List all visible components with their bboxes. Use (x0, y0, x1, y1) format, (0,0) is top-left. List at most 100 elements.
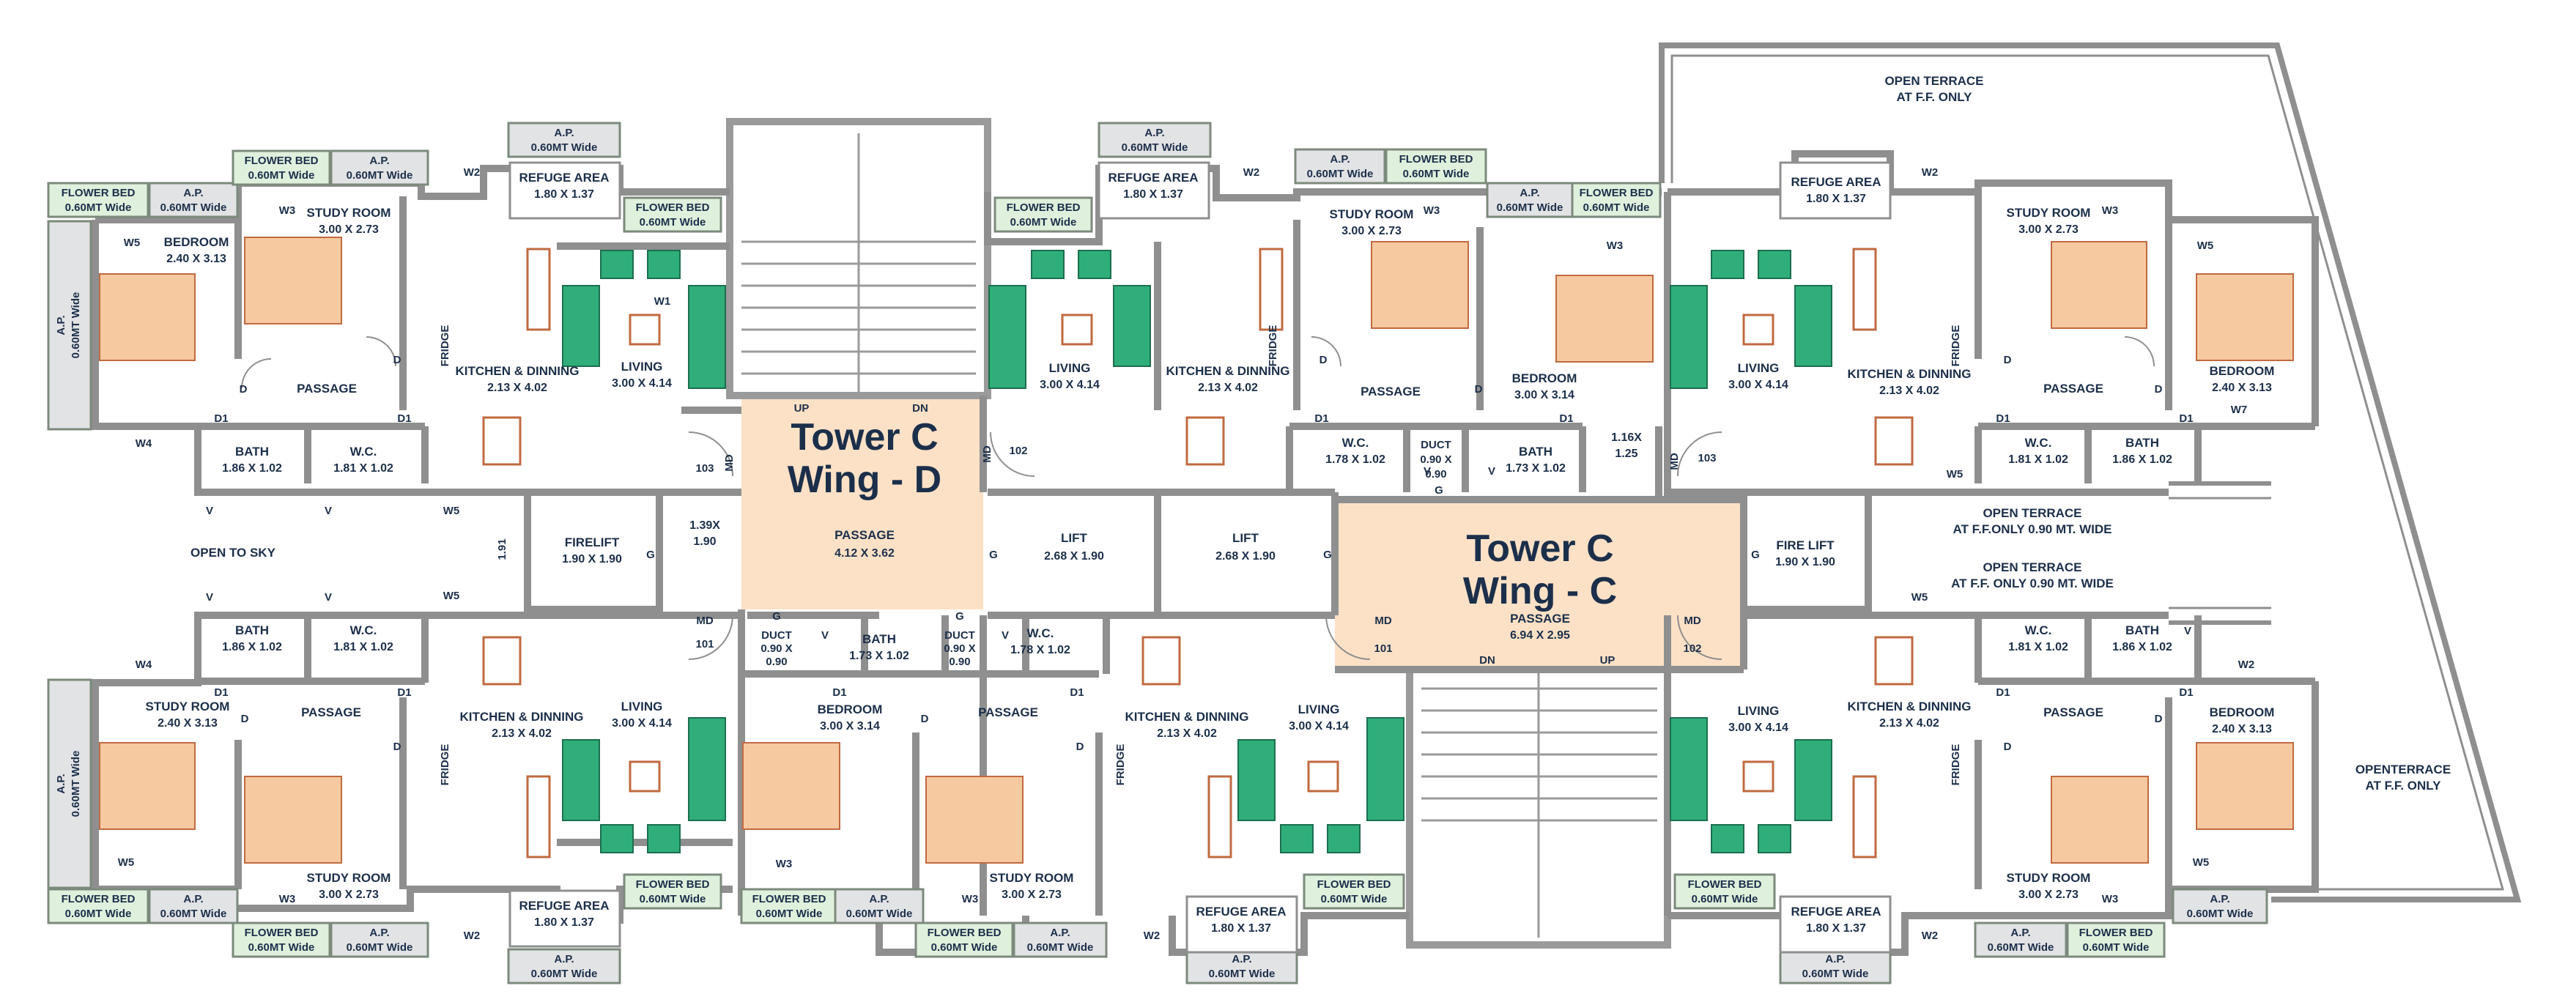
flower-bed-tag: 0.60MT Wide (931, 941, 998, 954)
terrace-mid1-line1: OPEN TERRACE (1983, 506, 2081, 520)
wc-dim: 1.78 X 1.02 (1325, 453, 1385, 466)
main-door-mark: MD (1668, 453, 1681, 470)
ap-tag: 0.60MT Wide (1988, 941, 2054, 954)
bedroom-dim: 2.40 X 3.13 (2212, 723, 2272, 735)
door-d1-mark: D1 (1070, 686, 1084, 699)
flower-bed-tag: FLOWER BED (1317, 878, 1391, 891)
ap-tag: 0.60MT Wide (1122, 141, 1188, 154)
tower-titles: Tower C Wing - D Tower C Wing - C (788, 416, 1617, 612)
wc-name: W.C. (350, 445, 377, 459)
wing-d-title-line2: Wing - D (788, 459, 941, 501)
ap-tag: A.P. (554, 953, 574, 965)
duct-br-dim2: 0.90 (949, 656, 970, 668)
firelift-d-dim: 1.90 X 1.90 (562, 553, 622, 565)
refuge-name: REFUGE AREA (519, 171, 609, 185)
door-mark: D (240, 383, 248, 396)
living-dim: 3.00 X 4.14 (1289, 720, 1349, 733)
ap-tag: 0.60MT Wide (2187, 908, 2254, 920)
living-name: LIVING (621, 700, 663, 713)
flower-bed-tag: 0.60MT Wide (1403, 168, 1470, 180)
duct-br-dim1: 0.90 X (944, 642, 975, 655)
ap-tag: A.P. (183, 893, 203, 905)
fridge-mark: FRIDGE (1950, 325, 1962, 367)
ap-tag: 0.60MT Wide (160, 201, 227, 214)
living-dim: 3.00 X 4.14 (1040, 379, 1100, 391)
kitchen-name: KITCHEN & DINNING (1847, 700, 1971, 713)
kitchen-name: KITCHEN & DINNING (1847, 367, 1971, 381)
window-mark: W5 (124, 237, 141, 249)
lobby-c-dim2: 1.25 (1615, 448, 1637, 460)
window-mark: W4 (136, 437, 152, 450)
ap-tag: 0.60MT Wide (1497, 201, 1563, 214)
window-mark: W2 (464, 930, 481, 942)
study-name: STUDY ROOM (1330, 207, 1414, 221)
dining-table-icon (482, 248, 1914, 858)
lift2-name: LIFT (1232, 531, 1259, 545)
door-mark: D (393, 354, 401, 366)
bath-dim: 1.86 X 1.02 (2112, 641, 2172, 653)
ap-tag: A.P. (2010, 927, 2030, 939)
door-mark: D (241, 713, 249, 725)
dim-191: 1.91 (496, 538, 508, 560)
kitchen-name: KITCHEN & DINNING (459, 710, 583, 724)
ap-tag: A.P. (1825, 953, 1845, 965)
fridge-mark: FRIDGE (1267, 325, 1279, 367)
flower-bed-tag: 0.60MT Wide (640, 893, 706, 905)
kitchen-name: KITCHEN & DINNING (1125, 710, 1248, 724)
door-mark: D (393, 741, 401, 753)
kitchen-dim: 2.13 X 4.02 (1198, 382, 1258, 394)
door-d1-mark: D1 (397, 412, 411, 425)
bath-name: BATH (235, 623, 269, 637)
living-dim: 3.00 X 4.14 (1728, 379, 1788, 391)
terrace-outline (1659, 42, 2522, 902)
passage-d-name: PASSAGE (834, 528, 895, 542)
study-dim: 3.00 X 2.73 (2018, 889, 2079, 901)
main-door-mark: MD (723, 454, 736, 471)
flower-bed-tag: FLOWER BED (1007, 201, 1081, 214)
main-door-mark: MD (981, 445, 993, 462)
ventilator-mark: V (1424, 465, 1431, 478)
ap-tag: 0.60MT Wide (1307, 168, 1374, 180)
passage-c-name: PASSAGE (1510, 612, 1570, 626)
flower-bed-tag: FLOWER BED (2079, 927, 2153, 939)
refuge-dim: 1.80 X 1.37 (1123, 188, 1183, 201)
kitchen-name: KITCHEN & DINNING (1166, 364, 1289, 378)
gate-mark: G (772, 610, 781, 623)
fridge-mark: FRIDGE (439, 744, 451, 786)
staircase-wing-c (1406, 666, 1671, 949)
window-mark: W3 (776, 858, 793, 870)
flower-bed-tag: FLOWER BED (245, 927, 319, 939)
ap-tag: 0.60MT Wide (1802, 968, 1869, 980)
window-mark: W3 (2102, 893, 2119, 905)
ventilator-mark: V (821, 629, 829, 642)
study-dim: 3.00 X 2.73 (319, 889, 379, 901)
door-mark: D (2155, 713, 2163, 725)
window-mark: W3 (279, 204, 296, 217)
ap-tag: A.P. (369, 927, 389, 939)
kitchen-dim: 2.13 X 4.02 (487, 382, 547, 394)
common-labels: PASSAGE 4.12 X 3.62 PASSAGE 6.94 X 2.95 … (190, 402, 1835, 668)
lift2-dim: 2.68 X 1.90 (1215, 550, 1276, 563)
refuge-name: REFUGE AREA (1108, 171, 1198, 185)
wc-name: W.C. (2025, 623, 2052, 637)
wc-name: W.C. (350, 623, 377, 637)
ventilator-mark: V (206, 591, 213, 604)
wc-dim: 1.81 X 1.02 (333, 641, 393, 653)
door-mark: D (1076, 741, 1084, 753)
flower-bed-tag: 0.60MT Wide (65, 201, 132, 214)
door-d1-mark: D1 (1559, 412, 1573, 425)
study-dim: 3.00 X 2.73 (319, 223, 379, 236)
window-mark: W3 (962, 893, 979, 905)
door-d1-mark: D1 (214, 686, 228, 699)
ap-tag: A.P. (1144, 127, 1164, 139)
ventilator-mark: V (325, 505, 332, 517)
fridge-mark: FRIDGE (439, 325, 451, 367)
flower-bed-tag: FLOWER BED (1399, 153, 1473, 166)
ventilator-mark: V (2184, 625, 2191, 637)
door-d1-mark: D1 (214, 412, 228, 425)
door-mark: D (2004, 741, 2012, 753)
up-label-c: UP (1600, 654, 1615, 667)
wc-name: W.C. (2025, 436, 2052, 450)
door-mark: D (921, 713, 929, 725)
ap-tag: A.P. (183, 187, 203, 199)
